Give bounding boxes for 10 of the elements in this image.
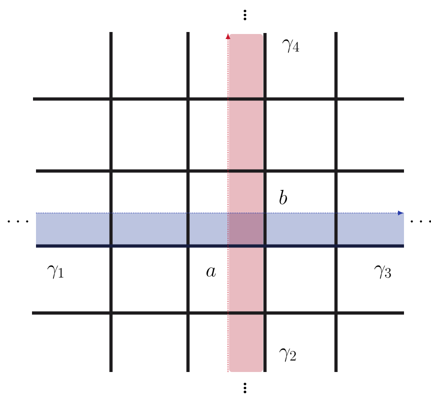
math-label: $b$ [280,190,288,204]
math-label: $a$ [206,267,216,277]
math-label: $\gamma_2$ [279,348,296,362]
ellipsis: $\vdots$ [244,382,246,394]
math-label: $\gamma_3$ [374,265,391,279]
math-label: $\gamma_4$ [282,39,300,53]
ellipsis: $\cdots$ [410,220,431,223]
math-label: $\gamma_1$ [47,265,64,279]
ellipsis: $\cdots$ [8,220,28,223]
ellipsis: $\vdots$ [244,10,246,20]
